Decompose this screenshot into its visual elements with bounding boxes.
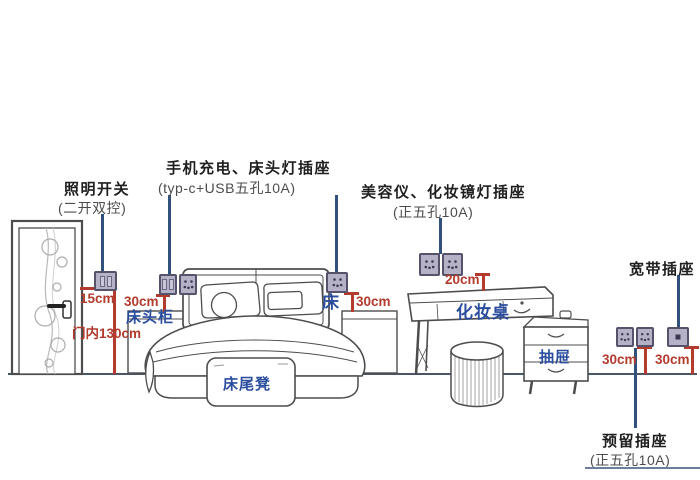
- switch-key: [169, 279, 174, 290]
- light-switch: [94, 271, 117, 291]
- leader-line-bedside-outlet-left: [168, 195, 171, 275]
- network-port-icon: [675, 334, 681, 340]
- drawer-unit: [522, 310, 589, 395]
- dim-tick-broadband: [684, 346, 699, 349]
- broadband-socket: [667, 327, 689, 347]
- door: [10, 219, 84, 376]
- bed-end-bench: [206, 357, 296, 407]
- dim-line-bedside-left: [163, 295, 166, 313]
- pillows: [200, 281, 324, 319]
- dressing-table: [407, 286, 554, 376]
- socket-five-hole: [616, 327, 634, 347]
- bedside-outlet-left: [159, 274, 197, 295]
- lighting-switch-subtitle: (二开双控): [58, 200, 127, 216]
- leader-line-dressing-outlet: [439, 218, 442, 254]
- socket-five-hole: [442, 253, 463, 276]
- dressing-table-label: 化妆桌: [456, 303, 510, 322]
- bed-label: 床: [322, 293, 340, 312]
- dim-line-reserved: [644, 346, 647, 374]
- beauty-mirror-outlet-title: 美容仪、化妆镜灯插座: [361, 184, 527, 201]
- socket-five-hole: [326, 272, 348, 293]
- door-handle: [47, 300, 72, 319]
- dim-line-broadband: [691, 346, 694, 374]
- reserved-outlet-subtitle: (正五孔10A): [590, 452, 671, 468]
- dim-broadband-outlet: 30cm: [655, 352, 690, 367]
- socket-holes-icon: [183, 280, 193, 290]
- leader-line-reserved-outlet: [634, 348, 637, 428]
- leader-line-lighting-switch: [101, 214, 104, 271]
- leader-line-broadband-outlet: [677, 275, 680, 327]
- socket-holes-icon: [640, 333, 650, 342]
- bottom-crop-line: [585, 467, 700, 469]
- network-port-module: [667, 327, 689, 347]
- dim-tick-reserved: [637, 346, 652, 349]
- switch-module: [159, 274, 177, 295]
- socket-holes-icon: [447, 260, 458, 270]
- bed-duvet: [144, 315, 366, 394]
- bedside-cabinet-label: 床头柜: [126, 309, 175, 326]
- dim-reserved-outlet: 30cm: [602, 352, 637, 367]
- bedside-outlet-right: [326, 272, 348, 293]
- dim-tick-bedside-right: [344, 292, 359, 295]
- dim-switch-offset: 15cm: [80, 291, 115, 306]
- dim-bedside-right: 30cm: [356, 294, 391, 309]
- dim-tick-bedside-left: [156, 294, 170, 297]
- leader-line-bedside-outlet-right: [335, 195, 338, 273]
- socket-holes-icon: [332, 278, 342, 288]
- dim-bedside-left: 30cm: [124, 294, 159, 309]
- drawer-label: 抽屉: [539, 349, 572, 366]
- reserved-outlet-title: 预留插座: [602, 433, 669, 450]
- phone-charging-outlet-title: 手机充电、床头灯插座: [166, 160, 332, 177]
- reserved-outlet: [616, 327, 654, 347]
- switch-key: [106, 275, 112, 287]
- lighting-switch-title: 照明开关: [64, 181, 131, 198]
- socket-holes-icon: [424, 260, 435, 270]
- switch-key: [162, 279, 167, 290]
- socket-holes-icon: [620, 333, 630, 342]
- dim-dressing-outlet: 20cm: [445, 272, 480, 287]
- switch-module: [94, 271, 117, 291]
- dim-tick-dressing: [475, 273, 490, 276]
- socket-five-hole: [179, 274, 197, 295]
- socket-five-hole: [419, 253, 440, 276]
- beauty-mirror-outlet-subtitle: (正五孔10A): [393, 204, 474, 220]
- dim-line-switch-height: [113, 287, 116, 374]
- stool: [450, 341, 504, 408]
- dim-line-bedside-right: [351, 292, 354, 312]
- phone-charging-outlet-subtitle: (typ-c+USB五孔10A): [158, 180, 296, 196]
- dim-line-dressing: [482, 273, 485, 291]
- bed: [144, 268, 366, 399]
- socket-five-hole: [636, 327, 654, 347]
- dim-switch-height: 门内130cm: [72, 326, 142, 341]
- bed-end-bench-label: 床尾凳: [223, 376, 272, 393]
- broadband-outlet-title: 宽带插座: [629, 261, 696, 278]
- dressing-table-outlet: [419, 253, 463, 276]
- switch-key: [99, 275, 105, 287]
- decorative-mark: [513, 301, 531, 314]
